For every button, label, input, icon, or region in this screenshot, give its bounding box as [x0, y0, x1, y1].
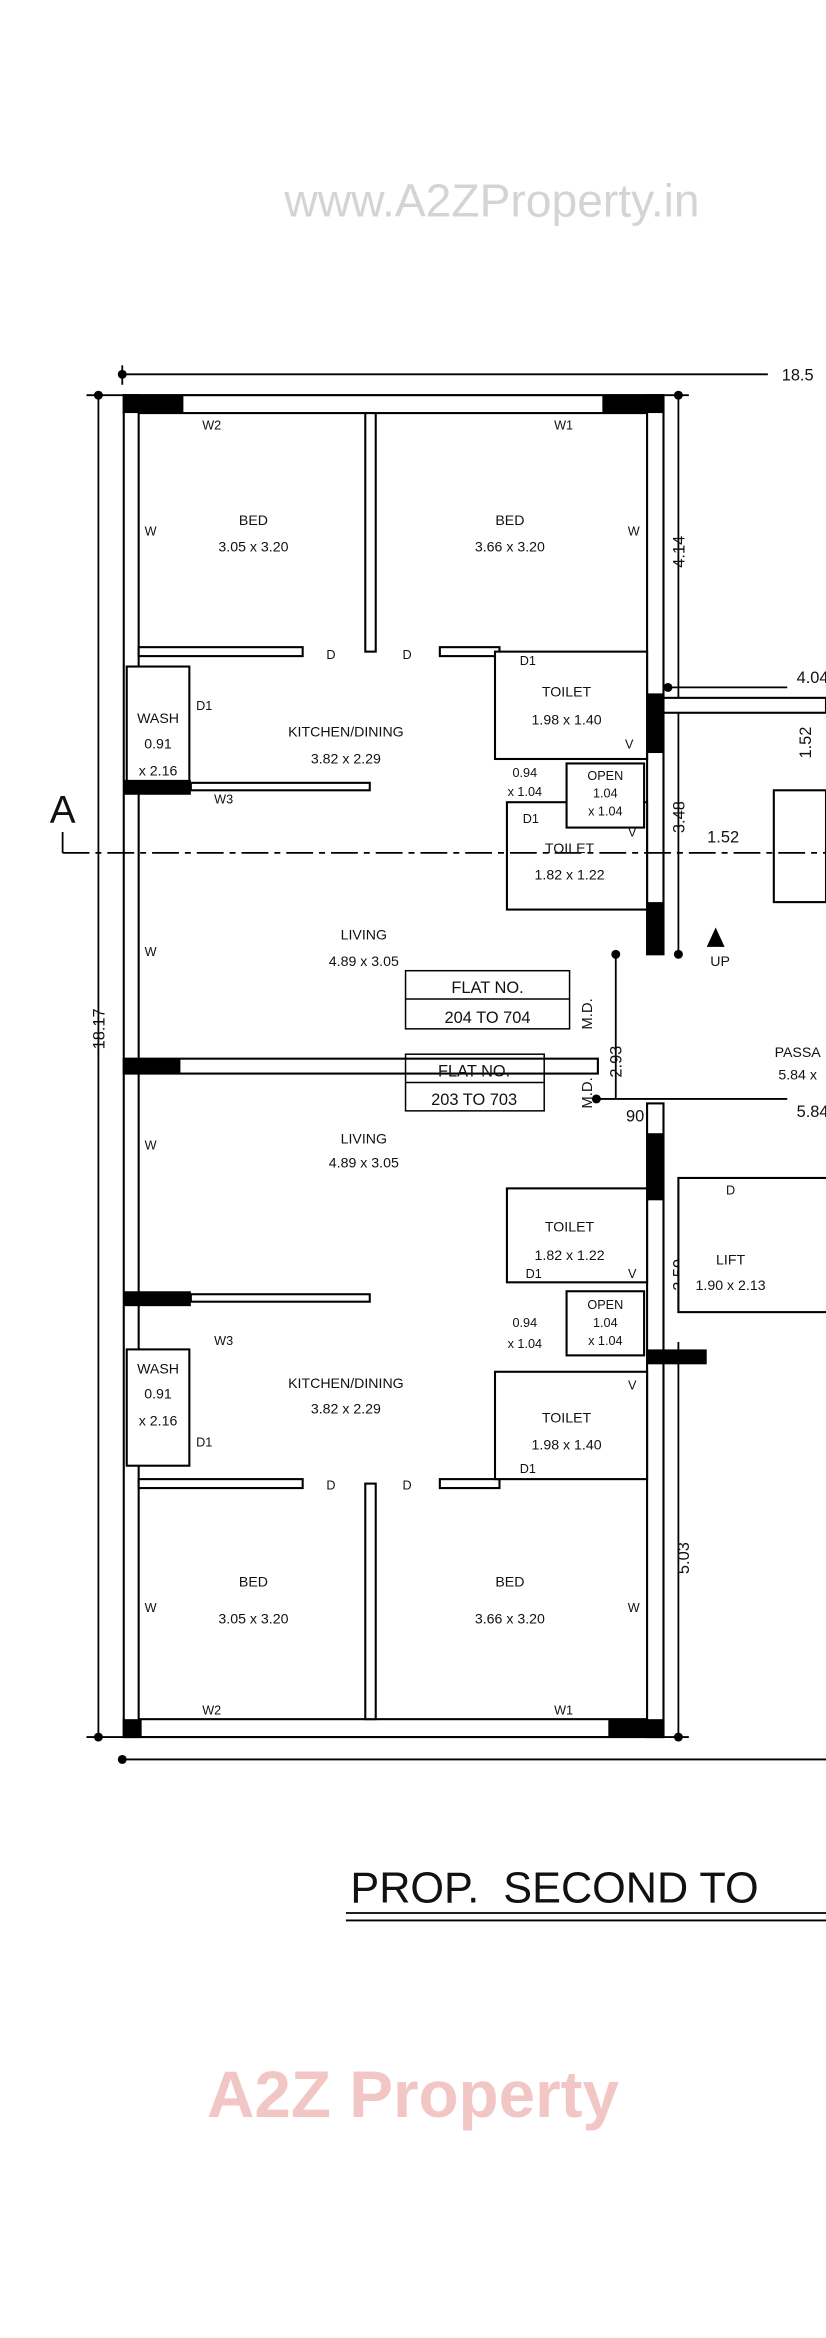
bed2-label: BED — [495, 513, 524, 529]
open-height: x 1.04 — [588, 1334, 622, 1348]
passage-label: PASSA — [775, 1045, 822, 1061]
wash-height: x 2.16 — [139, 763, 178, 779]
living-size: 4.89 x 3.05 — [329, 954, 399, 970]
bed2-size: 3.66 x 3.20 — [475, 540, 545, 556]
dim-stair-v: 1.52 — [797, 727, 815, 759]
toilet2-size: 1.82 x 1.22 — [535, 868, 605, 884]
wash-label: WASH — [137, 1361, 179, 1377]
open-label: OPEN — [587, 769, 623, 783]
niche-height: x 1.04 — [508, 1337, 542, 1351]
lift-door: D — [726, 1183, 735, 1197]
bed2-label: BED — [495, 1574, 524, 1590]
living-window: W — [145, 945, 157, 959]
dim-gap: 90 — [626, 1107, 644, 1125]
toilet1-size: 1.98 x 1.40 — [532, 1437, 602, 1453]
toilet1-label: TOILET — [542, 684, 592, 700]
bed1-side-window: W — [145, 524, 157, 538]
walls — [122, 394, 826, 1739]
dim-left-height: 18.17 — [90, 1008, 108, 1049]
lift-size: 1.90 x 2.13 — [696, 1278, 766, 1294]
toilet1-vent: V — [625, 738, 634, 752]
kitchen-size: 3.82 x 2.29 — [311, 1402, 381, 1418]
main-door: M.D. — [580, 1077, 596, 1108]
open-label: OPEN — [587, 1298, 623, 1312]
open-width: 1.04 — [593, 1316, 618, 1330]
open-width: 1.04 — [593, 787, 618, 801]
dim-right-b: 3.48 — [670, 801, 688, 833]
bed2-window: W1 — [554, 1704, 573, 1718]
main-door: M.D. — [580, 998, 596, 1029]
bed2-side-window: W — [628, 1601, 640, 1615]
bed1-label: BED — [239, 513, 268, 529]
toilet2-door: D1 — [523, 812, 539, 826]
dim-stair-h: 1.52 — [707, 828, 739, 846]
flat-bottom: FLAT NO. 203 TO 703 M.D. LIVING 4.89 x 3… — [137, 1053, 640, 1718]
bed2-door: D — [402, 648, 411, 662]
dim-stair-w: 4.04 — [797, 669, 826, 687]
flat-no-label: FLAT NO. — [451, 979, 523, 997]
niche-width: 0.94 — [513, 1316, 538, 1330]
plan-title: PROP. SECOND TO — [350, 1865, 758, 1913]
logo-watermark: A2Z Property — [207, 2058, 619, 2131]
wash-door: D1 — [196, 699, 212, 713]
section-marker: A — [50, 789, 76, 832]
bed1-window: W2 — [202, 418, 221, 432]
niche-height: x 1.04 — [508, 785, 542, 799]
toilet2-door: D1 — [526, 1267, 542, 1281]
dim-right-a: 4.14 — [670, 536, 688, 568]
passage-size: 5.84 x — [778, 1068, 817, 1084]
dim-passage-h: 2.93 — [608, 1046, 626, 1078]
bed1-size: 3.05 x 3.20 — [218, 540, 288, 556]
bed1-window: W2 — [202, 1704, 221, 1718]
kitchen-label: KITCHEN/DINING — [288, 1376, 404, 1392]
toilet1-label: TOILET — [542, 1410, 592, 1426]
toilet1-vent: V — [628, 1379, 637, 1393]
bed2-side-window: W — [628, 524, 640, 538]
kitchen-size: 3.82 x 2.29 — [311, 751, 381, 767]
living-label: LIVING — [341, 927, 387, 943]
living-size: 4.89 x 3.05 — [329, 1156, 399, 1172]
kitchen-window: W3 — [214, 1334, 233, 1348]
flat-no: 204 TO 704 — [445, 1009, 531, 1027]
bed1-label: BED — [239, 1574, 268, 1590]
bed2-door: D — [402, 1479, 411, 1493]
bed1-size: 3.05 x 3.20 — [218, 1612, 288, 1628]
flat-top: BED 3.05 x 3.20 W2 W D BED 3.66 x 3.20 W… — [137, 418, 640, 1029]
site-watermark: www.A2ZProperty.in — [283, 174, 699, 226]
toilet1-door: D1 — [520, 654, 536, 668]
kitchen-label: KITCHEN/DINING — [288, 725, 404, 741]
bed2-size: 3.66 x 3.20 — [475, 1612, 545, 1628]
toilet2-label: TOILET — [545, 1220, 595, 1236]
wash-width: 0.91 — [144, 737, 172, 753]
living-label: LIVING — [341, 1132, 387, 1148]
open-height: x 1.04 — [588, 805, 622, 819]
wash-door: D1 — [196, 1435, 212, 1449]
toilet1-door: D1 — [520, 1462, 536, 1476]
dim-passage-w: 5.84 — [797, 1103, 826, 1121]
living-window: W — [145, 1139, 157, 1153]
toilet2-vent: V — [628, 826, 637, 840]
stairs-up-arrow-icon — [706, 927, 725, 947]
niche-width: 0.94 — [513, 766, 538, 780]
toilet1-size: 1.98 x 1.40 — [532, 713, 602, 729]
toilet2-label: TOILET — [545, 841, 595, 857]
wash-height: x 2.16 — [139, 1413, 178, 1429]
wash-width: 0.91 — [144, 1387, 172, 1403]
bed1-door: D — [326, 1479, 335, 1493]
bed1-door: D — [326, 648, 335, 662]
flat-no-label: FLAT NO. — [438, 1063, 510, 1081]
dim-top-width: 18.5 — [782, 366, 814, 384]
stairs-up-label: UP — [710, 954, 730, 970]
dim-right-c: 5.03 — [675, 1542, 693, 1574]
lift-label: LIFT — [716, 1252, 745, 1268]
toilet2-vent: V — [628, 1267, 637, 1281]
flat-no: 203 TO 703 — [431, 1091, 517, 1109]
kitchen-window: W3 — [214, 793, 233, 807]
wash-label: WASH — [137, 711, 179, 727]
toilet2-size: 1.82 x 1.22 — [535, 1248, 605, 1264]
bed1-side-window: W — [145, 1601, 157, 1615]
bed2-window: W1 — [554, 418, 573, 432]
